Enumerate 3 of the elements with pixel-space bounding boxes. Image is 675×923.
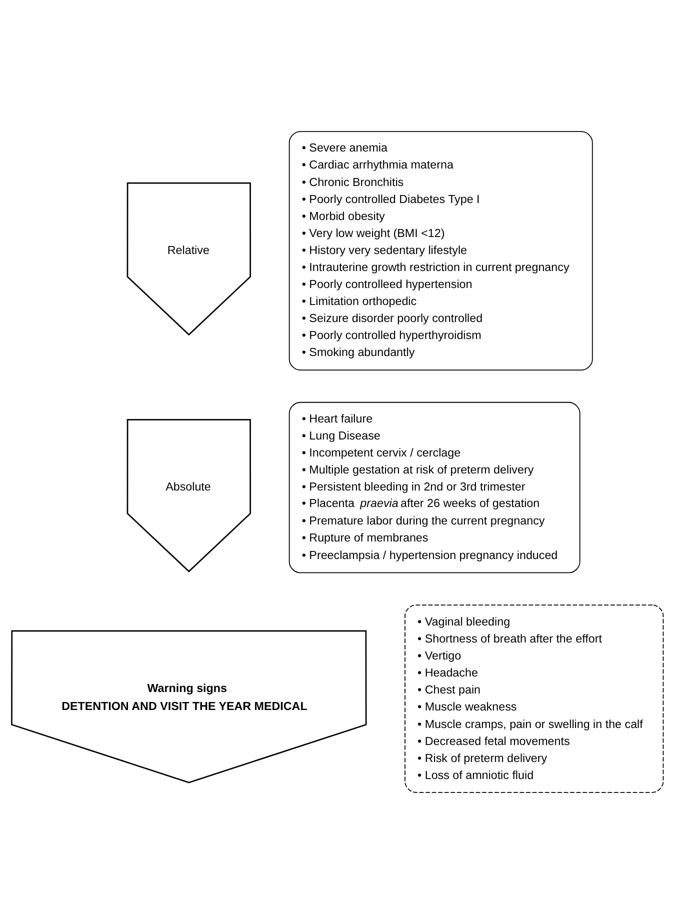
node-box: • Vaginal bleeding • Shortness of breath after the effort • Vertigo • Headache • Chest pain • Muscle weakness • Muscle cramps, pain or swelling in the calf • Decreased fetal movements • Risk of preterm delivery • Loss of amniotic fluid [404, 604, 664, 792]
node-box: • Heart failure • Lung Disease • Incompetent cervix / cerclage • Multiple gestation at risk of preterm delivery • Persistent bleeding in 2nd or 3rd trimester • Placenta praevia after 26 weeks of gestation • Premature labor during the current pregnancy • Rupture of membranes • Preeclampsia / hypertension pregnancy induced [288, 401, 580, 573]
node-box: • Severe anemia • Cardiac arrhythmia materna • Chronic Bronchitis • Poorly controlled Diabetes Type I • Morbid obesity • Very low weight (BMI <12) • History very sedentary lifestyle • Intrauterine growth restriction in current pregnancy • Poorly controlleed hypertension • Limitation orthopedic • Seizure disorder poorly controlled • Poorly controlled hyperthyroidism • Smoking abundantly [288, 130, 593, 370]
